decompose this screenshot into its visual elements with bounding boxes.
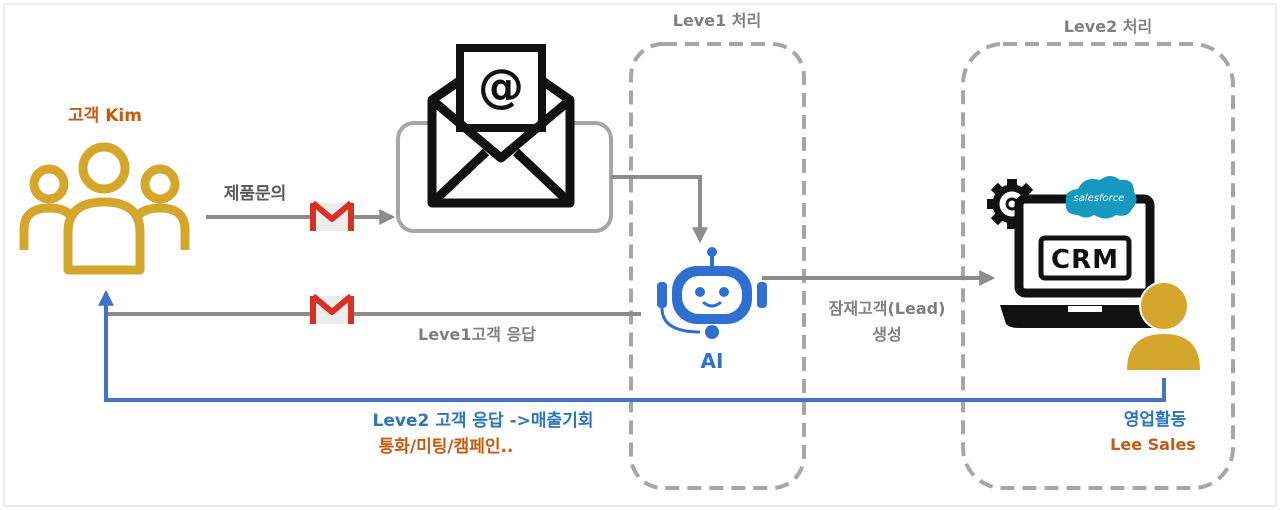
laptop-icon: CRM xyxy=(1000,194,1172,328)
salesforce-cloud-icon: salesforce xyxy=(1065,176,1137,219)
salesforce-label: salesforce xyxy=(1074,193,1125,204)
email-to-ai-arrow xyxy=(611,175,708,244)
level2-reply-label: Leve2 고객 응답 ->매출기회 xyxy=(373,411,594,431)
level1-container xyxy=(629,42,806,490)
customer-group-icon xyxy=(19,142,190,275)
crm-label: CRM xyxy=(1051,245,1119,275)
lead-label-line2: 생성 xyxy=(872,325,901,344)
person-icon xyxy=(1127,281,1200,370)
diagram-frame xyxy=(3,3,1277,507)
sales-activity-label: 영업활동 xyxy=(1124,409,1187,430)
email-envelope-icon: @ xyxy=(427,44,575,208)
level2-reply-line xyxy=(98,289,1166,402)
level1-reply-label: Leve1고객 응답 xyxy=(418,325,536,344)
level1-title: Leve1 처리 xyxy=(673,11,761,30)
level1-reply-line xyxy=(104,296,641,316)
gmail-icon xyxy=(310,293,354,324)
level2-channels-label: 통화/미팅/캠페인.. xyxy=(379,437,514,457)
gmail-icon xyxy=(310,200,354,231)
ai-label: AI xyxy=(701,349,724,373)
inquiry-label: 제품문의 xyxy=(224,184,287,204)
lead-label-line1: 잠재고객(Lead) xyxy=(829,299,946,318)
level2-title: Leve2 처리 xyxy=(1064,17,1152,36)
customer-label: 고객 Kim xyxy=(68,106,142,126)
level2-container xyxy=(961,42,1235,490)
sales-person-label: Lee Sales xyxy=(1110,435,1196,454)
ai-robot-icon xyxy=(657,247,767,339)
at-sign: @ xyxy=(478,59,524,113)
